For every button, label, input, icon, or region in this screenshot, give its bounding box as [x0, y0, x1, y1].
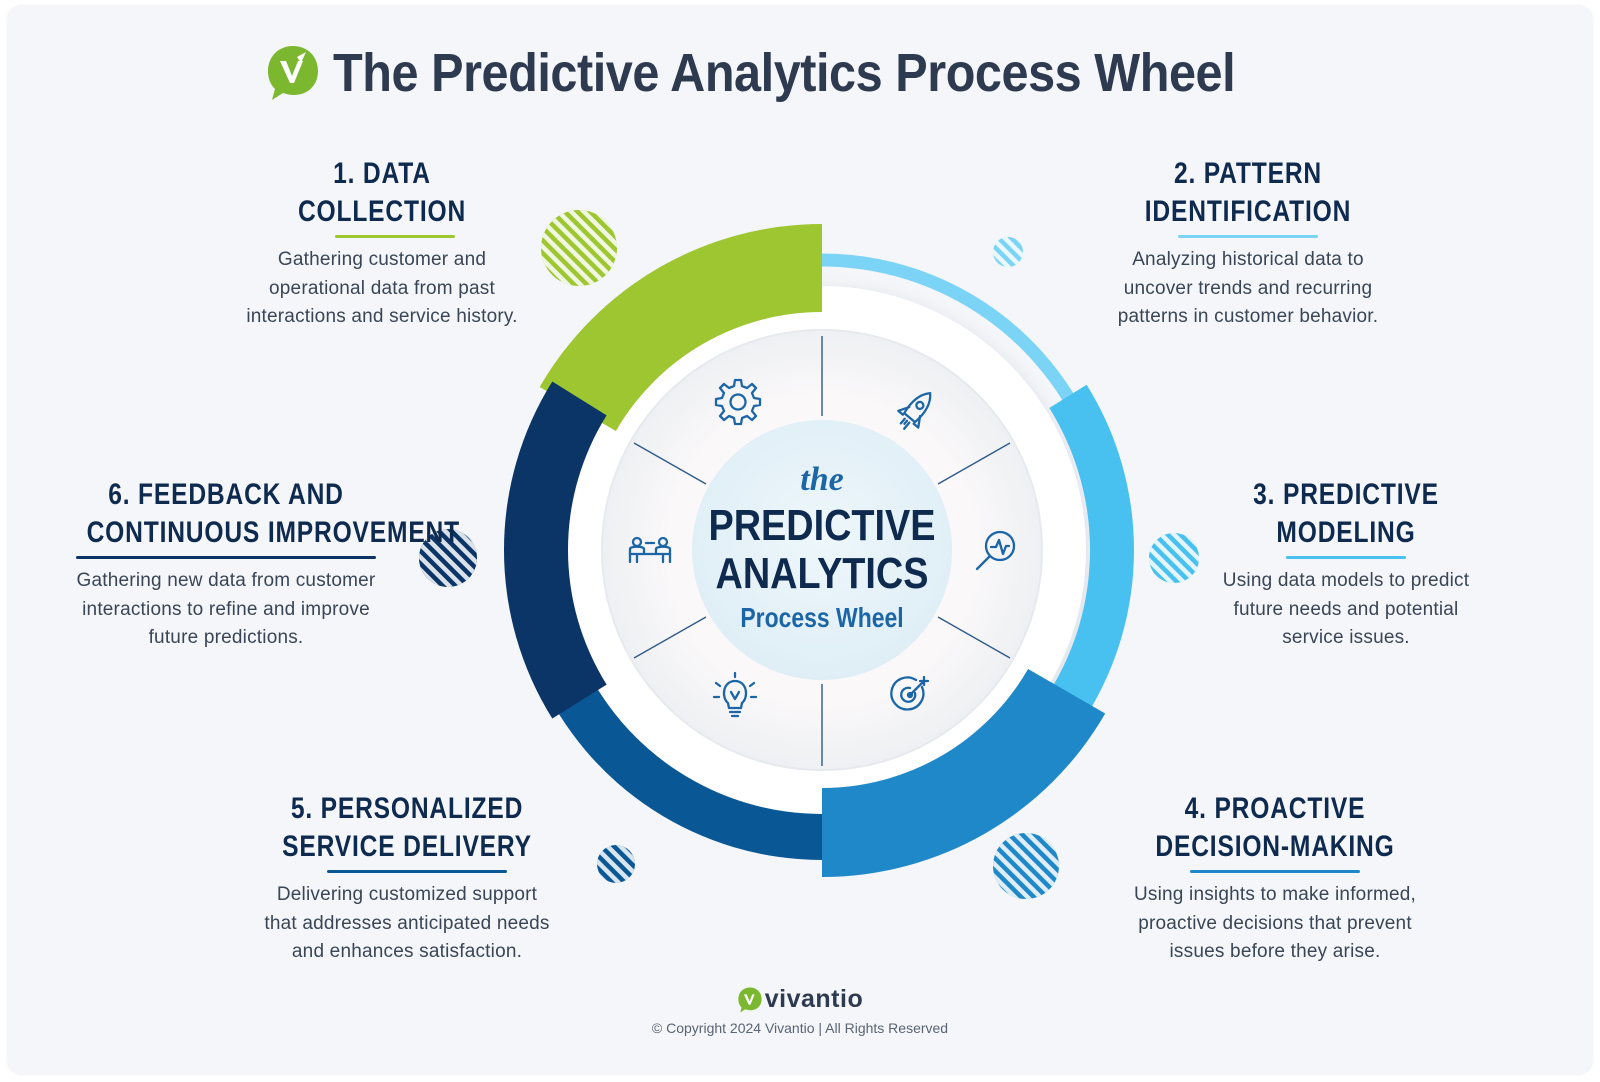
analytics-magnifier-icon [975, 530, 1016, 571]
team-collaboration-icon [628, 536, 672, 564]
stage-3-rule [1286, 556, 1406, 559]
gear-icon [714, 378, 762, 426]
target-icon [890, 675, 930, 711]
page-title: The Predictive Analytics Process Wheel [332, 43, 1236, 103]
center-the: the [800, 461, 843, 498]
footer-copyright: © Copyright 2024 Vivantio | All Rights R… [651, 1020, 949, 1036]
stage-1-rule [335, 235, 455, 238]
stage-5-rule [327, 870, 507, 873]
center-hub [692, 420, 952, 680]
vivantio-logo-icon [267, 46, 318, 100]
stage-arc-1 [539, 224, 822, 431]
center-analytics: ANALYTICS [716, 548, 929, 597]
footer-brand: vivantio [764, 985, 864, 1013]
center-process-wheel: Process Wheel [740, 603, 903, 634]
footer-logo: vivantio [0, 985, 1600, 1014]
stage-arc-6 [503, 381, 607, 719]
stage-2-rule [1178, 235, 1318, 238]
stage-6-rule [76, 556, 376, 559]
title-row: The Predictive Analytics Process Wheel [0, 38, 1600, 108]
stage-arc-2-thin [821, 253, 1080, 411]
center-predictive: PREDICTIVE [709, 500, 936, 549]
stage-4-description: Using insights to make informed,proactiv… [1133, 884, 1417, 962]
vivantio-footer-icon [738, 986, 762, 1013]
segment-dividers [633, 336, 1011, 766]
rocket-icon [897, 391, 932, 430]
stage-arc-5 [538, 657, 822, 860]
decorative-hatched-dots [419, 210, 1199, 899]
inner-disc-edge [601, 329, 1043, 771]
stage-arc-4 [822, 669, 1106, 877]
stage-4-rule [1190, 870, 1360, 873]
stage-arc-3 [1049, 384, 1134, 716]
lightbulb-icon [712, 671, 758, 718]
